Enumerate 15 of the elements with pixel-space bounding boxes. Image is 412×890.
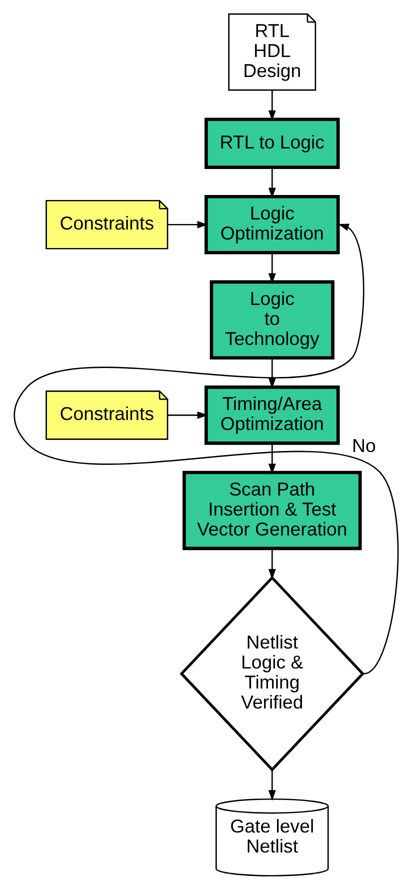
arrow [167, 220, 208, 228]
arrow [268, 770, 276, 801]
node-box: Timing/Area Optimization [204, 386, 340, 445]
node-box: RTL to Logic [204, 118, 340, 169]
node-box: Logic Optimization [204, 194, 340, 254]
arrow [268, 443, 276, 474]
node-box: Scan Path Insertion & Test Vector Generation [182, 470, 362, 550]
arrow [268, 548, 276, 580]
edge-label: No [351, 434, 376, 456]
arrow [268, 252, 276, 284]
arrow [268, 167, 276, 198]
arrow [167, 411, 208, 419]
node-diamond: Netlist Logic & Timing Verified [179, 576, 364, 772]
node-box: Logic to Technology [209, 280, 334, 360]
arrow [13, 224, 398, 674]
